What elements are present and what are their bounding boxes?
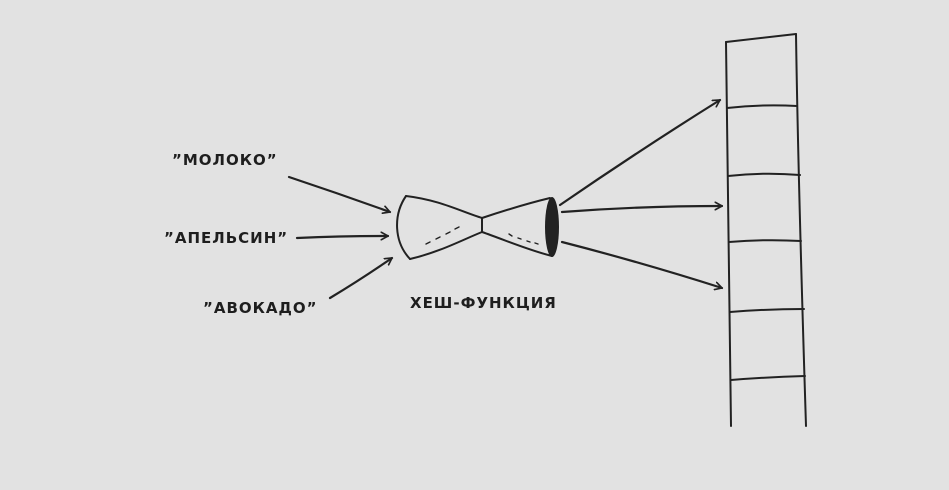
arrow-orange	[295, 236, 390, 238]
arrow-avocado	[328, 256, 394, 300]
hash-function-funnel-icon	[396, 195, 559, 260]
arrow-milk	[287, 175, 392, 212]
input-label-milk: ”МОЛОКО”	[172, 151, 278, 169]
funnel-outlet	[545, 197, 559, 257]
hash-table-array	[725, 33, 807, 427]
input-label-avocado: ”АВОКАДО”	[203, 299, 318, 317]
hash-function-label: ХЕШ-ФУНКЦИЯ	[410, 294, 557, 312]
array-cell-divider	[728, 239, 802, 243]
array-cell-divider	[729, 308, 805, 313]
array-cell-divider	[727, 172, 801, 177]
arrow-output-2	[560, 206, 724, 214]
input-label-orange: ”АПЕЛЬСИН”	[164, 229, 288, 247]
arrow-output-3	[560, 240, 724, 288]
array-cell-divider	[730, 375, 806, 381]
array-cell-divider	[726, 104, 798, 109]
arrow-output-1	[558, 98, 722, 207]
